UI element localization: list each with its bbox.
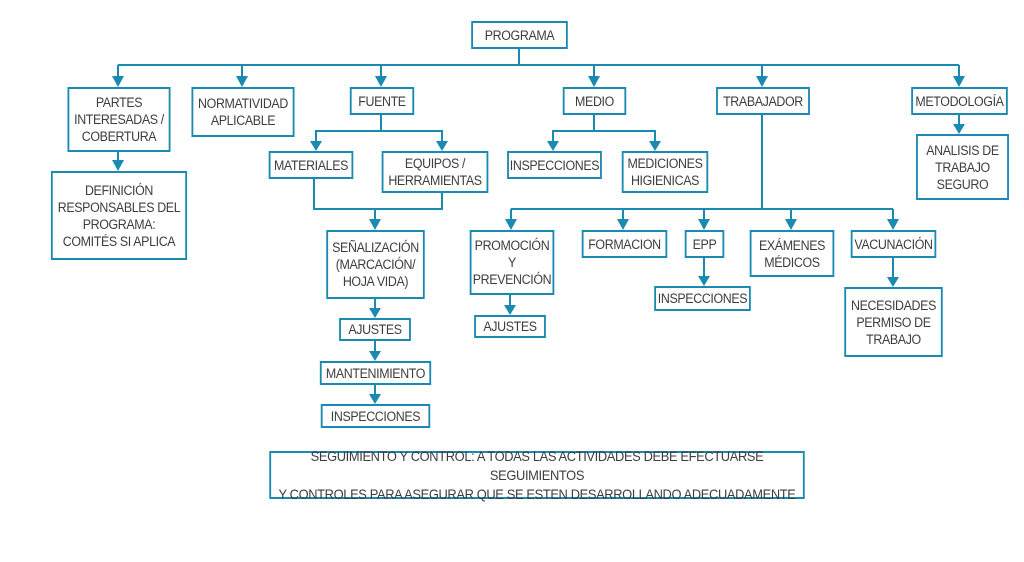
- arrowhead: [649, 141, 661, 151]
- node-epp: EPP: [684, 230, 725, 258]
- node-senalizacion: SEÑALIZACIÓN (MARCACIÓN/ HOJA VIDA): [326, 230, 425, 299]
- arrowhead: [953, 76, 965, 87]
- node-label: INSPECCIONES: [509, 157, 600, 173]
- arrowhead: [698, 219, 710, 230]
- arrowhead: [887, 219, 899, 230]
- node-necesidades-permiso: NECESIDADES PERMISO DE TRABAJO: [844, 287, 943, 357]
- node-label: PROMOCIÓN Y PREVENCIÓN: [472, 238, 552, 287]
- node-mantenimiento: MANTENIMIENTO: [319, 361, 432, 385]
- node-label: PROGRAMA: [484, 27, 555, 43]
- node-label: METODOLOGÍA: [915, 93, 1004, 109]
- node-ajustes-promocion: AJUSTES: [474, 315, 546, 338]
- node-analisis-trabajo-seguro: ANALISIS DE TRABAJO SEGURO: [916, 134, 1009, 200]
- arrowhead: [698, 276, 710, 286]
- connector: [552, 130, 656, 145]
- node-label: VACUNACIÓN: [854, 236, 933, 252]
- node-seguimiento-control: SEGUIMIENTO Y CONTROL: A TODAS LAS ACTIV…: [269, 448, 805, 502]
- arrowhead: [953, 124, 965, 134]
- node-label: TRABAJADOR: [723, 93, 803, 109]
- arrowhead: [112, 76, 124, 87]
- arrowhead: [887, 277, 899, 287]
- node-label: INSPECCIONES: [657, 291, 748, 306]
- node-label: EXÁMENES MÉDICOS: [758, 237, 826, 270]
- connector: [313, 178, 443, 210]
- node-medio: MEDIO: [562, 87, 627, 115]
- arrowhead: [369, 219, 381, 230]
- node-inspecciones-epp: INSPECCIONES: [654, 286, 751, 311]
- node-label: FUENTE: [358, 93, 406, 109]
- node-label: PARTES INTERESADAS / COBERTURA: [74, 95, 164, 144]
- connector: [315, 130, 443, 145]
- node-label: SEÑALIZACIÓN (MARCACIÓN/ HOJA VIDA): [332, 240, 419, 289]
- node-label: DEFINICIÓN RESPONSABLES DEL PROGRAMA: CO…: [57, 182, 181, 249]
- node-trabajador: TRABAJADOR: [716, 87, 810, 115]
- node-formacion: FORMACION: [581, 230, 668, 258]
- node-label: MANTENIMIENTO: [325, 365, 426, 381]
- node-label: NORMATIVIDAD APLICABLE: [198, 96, 288, 128]
- node-definicion-responsables: DEFINICIÓN RESPONSABLES DEL PROGRAMA: CO…: [50, 171, 188, 260]
- node-ajustes-fuente: AJUSTES: [339, 318, 411, 341]
- arrowhead: [369, 308, 381, 318]
- node-fuente: FUENTE: [349, 87, 415, 115]
- node-mediciones-higienicas: MEDICIONES HIGIENICAS: [621, 151, 709, 193]
- node-examenes-medicos: EXÁMENES MÉDICOS: [749, 230, 835, 277]
- node-equipos-herramientas: EQUIPOS / HERRAMIENTAS: [381, 151, 489, 193]
- node-materiales: MATERIALES: [268, 151, 354, 179]
- arrowhead: [756, 76, 768, 87]
- arrowhead: [236, 76, 248, 87]
- arrowhead: [369, 351, 381, 361]
- arrowhead: [505, 219, 517, 230]
- node-label: ANALISIS DE TRABAJO SEGURO: [926, 142, 999, 192]
- node-label: FORMACION: [588, 236, 661, 252]
- arrowhead: [112, 160, 124, 171]
- node-label: NECESIDADES PERMISO DE TRABAJO: [851, 297, 936, 347]
- arrowhead: [588, 76, 600, 87]
- arrowhead: [310, 141, 322, 151]
- arrowhead: [375, 76, 387, 87]
- arrowhead: [785, 219, 797, 230]
- node-inspecciones-medio: INSPECCIONES: [507, 151, 602, 179]
- node-normatividad: NORMATIVIDAD APLICABLE: [191, 87, 295, 137]
- arrowhead: [547, 141, 559, 151]
- node-label: MEDIO: [575, 93, 614, 109]
- node-label: AJUSTES: [348, 322, 402, 337]
- node-vacunacion: VACUNACIÓN: [850, 230, 937, 258]
- node-inspecciones-fuente: INSPECCIONES: [320, 404, 431, 428]
- node-label: MEDICIONES HIGIENICAS: [627, 156, 703, 188]
- node-label: EQUIPOS / HERRAMIENTAS: [388, 156, 482, 188]
- node-label: SEGUIMIENTO Y CONTROL: A TODAS LAS ACTIV…: [278, 447, 796, 502]
- node-programa: PROGRAMA: [471, 21, 568, 49]
- arrowhead: [369, 394, 381, 404]
- node-promocion-prevencion: PROMOCIÓN Y PREVENCIÓN: [469, 230, 555, 295]
- node-label: AJUSTES: [483, 319, 537, 334]
- node-partes-interesadas: PARTES INTERESADAS / COBERTURA: [67, 87, 171, 152]
- arrowhead: [617, 219, 629, 230]
- node-label: MATERIALES: [273, 157, 349, 173]
- node-label: INSPECCIONES: [330, 408, 421, 424]
- node-metodologia: METODOLOGÍA: [911, 87, 1008, 115]
- arrowhead: [436, 141, 448, 151]
- node-label: EPP: [692, 236, 717, 252]
- arrowhead: [504, 305, 516, 315]
